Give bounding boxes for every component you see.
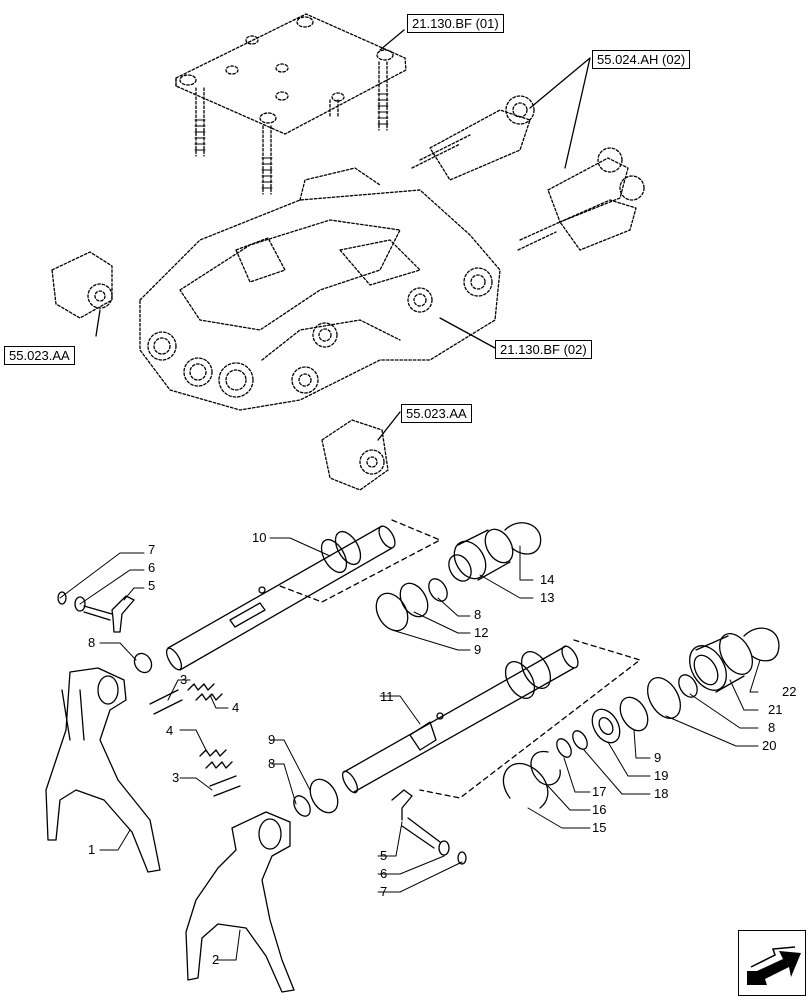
washer-19 (591, 708, 621, 744)
ref-21130bf-01[interactable]: 21.130.BF (01) (407, 14, 504, 33)
bottom-valve (321, 419, 389, 491)
o-ring-9-right (619, 696, 649, 732)
callout-7-upper: 7 (148, 542, 156, 557)
o-ring-8-left (133, 652, 153, 674)
callout-3-upper: 3 (180, 672, 188, 687)
ring-17 (556, 738, 572, 758)
retaining-ring-22 (743, 627, 780, 662)
callout-9-right: 9 (654, 750, 662, 765)
o-ring-8-upper (428, 578, 448, 602)
callout-11: 11 (380, 689, 394, 704)
bolt-threads (194, 93, 389, 189)
o-ring-9-lower (309, 778, 339, 814)
washer-19-inner (598, 716, 614, 736)
callout-6-lower: 6 (380, 866, 388, 881)
o-ring-20 (646, 677, 682, 719)
springs-lower (199, 749, 241, 797)
callout-22: 22 (782, 684, 797, 699)
retaining-ring-14 (504, 522, 542, 555)
callout-6-upper: 6 (148, 560, 156, 575)
arrow-glyph (747, 946, 801, 985)
ring-16 (530, 750, 561, 786)
left-valve (51, 251, 113, 319)
callout-4-lower: 4 (166, 723, 174, 738)
callout-10: 10 (252, 530, 267, 545)
valve-assembly (411, 95, 645, 251)
callout-12: 12 (474, 625, 489, 640)
piston-21 (689, 633, 754, 693)
shift-rail-10 (165, 525, 396, 671)
callout-9-lower: 9 (268, 732, 276, 747)
o-ring-9-upper (375, 592, 409, 632)
projection-upper (279, 519, 441, 603)
callout-15: 15 (592, 820, 607, 835)
callout-3-lower: 3 (172, 770, 180, 785)
callout-14: 14 (540, 572, 555, 587)
callout-4-upper: 4 (232, 700, 240, 715)
next-page-arrow-icon[interactable] (738, 930, 806, 996)
pin-parts-right (391, 789, 467, 865)
projection-lower (419, 639, 641, 799)
ring-15 (502, 762, 549, 809)
ring-18 (572, 730, 588, 750)
callout-21: 21 (768, 702, 783, 717)
callout-20: 20 (762, 738, 777, 753)
callout-5-upper: 5 (148, 578, 156, 593)
ref-55023aa-left[interactable]: 55.023.AA (4, 346, 75, 365)
ref-55023aa-bottom[interactable]: 55.023.AA (401, 404, 472, 423)
shift-fork-1 (45, 667, 161, 873)
callout-8-lower: 8 (268, 756, 276, 771)
callout-5-lower: 5 (380, 848, 388, 863)
callout-8-left: 8 (88, 635, 96, 650)
callout-7-lower: 7 (380, 884, 388, 899)
hydraulic-housing (139, 167, 501, 411)
callout-9-upper: 9 (474, 642, 482, 657)
callout-leaders (59, 537, 761, 961)
callout-8-right: 8 (768, 720, 776, 735)
callout-17: 17 (592, 784, 607, 799)
cover-plate (175, 13, 407, 195)
pin-parts-left (57, 591, 135, 633)
callout-13: 13 (540, 590, 555, 605)
shift-rail-11 (341, 645, 579, 794)
o-ring-12 (399, 582, 429, 618)
springs-upper (149, 683, 223, 715)
o-ring-8-lower (293, 795, 311, 817)
callout-18: 18 (654, 786, 669, 801)
shift-fork-2 (185, 811, 295, 993)
callout-16: 16 (592, 802, 607, 817)
callout-1: 1 (88, 842, 96, 857)
ref-21130bf-02[interactable]: 21.130.BF (02) (495, 340, 592, 359)
callout-8-upper: 8 (474, 607, 482, 622)
callout-2: 2 (212, 952, 220, 967)
callout-19: 19 (654, 768, 669, 783)
ref-55024ah-02[interactable]: 55.024.AH (02) (592, 50, 691, 69)
